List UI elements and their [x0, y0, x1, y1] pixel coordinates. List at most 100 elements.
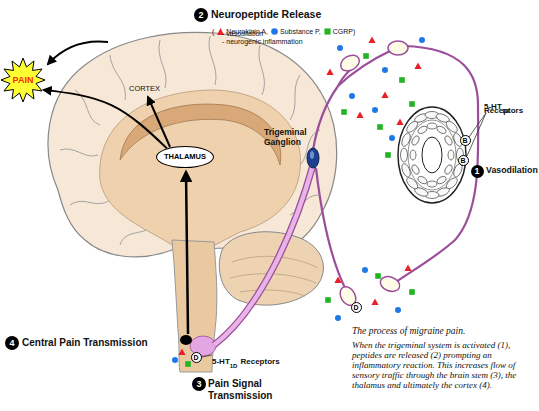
trigeminal-nerve	[214, 165, 313, 345]
receptor-subtype: 1D	[230, 363, 238, 369]
neuropeptides	[334, 277, 341, 284]
blood-vessel	[408, 120, 456, 190]
node-text: 4	[9, 339, 14, 348]
neuropeptides	[414, 63, 421, 70]
leader-lines	[467, 113, 486, 156]
muscle-cells	[427, 123, 437, 129]
neuropeptides	[382, 67, 388, 73]
thalamus-oval: THALAMUS	[156, 146, 214, 168]
muscle-cells	[417, 175, 429, 185]
legend-entry: Substance P,	[271, 28, 321, 35]
callout-number: 1	[471, 165, 484, 178]
medial-brain	[100, 90, 301, 245]
trigeminal-nerve	[313, 86, 338, 150]
legend-swatch	[324, 28, 331, 35]
node-text: 2	[198, 11, 203, 20]
muscle-cells	[410, 150, 416, 160]
node-text: 3	[196, 380, 201, 389]
gyri-lines	[75, 90, 100, 125]
label-line: 5-HT1DReceptors	[212, 350, 280, 369]
legend-entry: CGRP)	[324, 28, 356, 35]
legend-bracket: (	[212, 28, 214, 35]
trigeminal-nerve	[316, 168, 346, 290]
legend-text: CGRP)	[333, 28, 356, 35]
muscle-cells	[400, 162, 412, 178]
step-title: Neuropeptide Release	[211, 8, 321, 21]
receptor-name: Receptors	[240, 357, 279, 366]
effect-note: - vasodilation	[222, 30, 263, 38]
muscle-cells	[436, 125, 448, 135]
gyri-lines	[290, 75, 300, 120]
muscle-cells	[410, 164, 420, 176]
neuropeptides	[396, 119, 403, 126]
gyri-lines	[209, 36, 216, 85]
pathway-arrows	[186, 172, 188, 334]
gyri-lines	[60, 149, 98, 156]
callout-number: 4	[5, 336, 19, 350]
region-name: CORTEX	[129, 84, 160, 93]
nerve-terminal	[378, 274, 402, 294]
neuropeptides	[335, 315, 341, 321]
node-text: PAIN	[13, 76, 34, 85]
neuropeptides	[389, 135, 395, 141]
neuropeptides	[419, 37, 425, 43]
neuropeptides	[381, 92, 388, 99]
muscle-cells	[427, 181, 437, 187]
receptor-circle: B	[458, 155, 469, 166]
figure-caption: The process of migraine pain.	[352, 326, 465, 336]
neuropeptides	[172, 37, 425, 367]
neuropeptides	[375, 273, 381, 279]
corpus-callosum	[120, 104, 281, 165]
pathway-arrows	[148, 97, 170, 147]
gyri-lines	[159, 40, 166, 88]
pain-starburst: PAIN	[0, 57, 46, 103]
node-text: B	[462, 137, 467, 144]
trigeminal-nerve	[396, 46, 478, 282]
node-text: THALAMUS	[164, 153, 206, 161]
node-text: D	[353, 304, 358, 311]
gyri-lines	[259, 45, 264, 95]
receptor-circle: D	[351, 302, 362, 313]
nerve-terminal	[337, 41, 408, 308]
neuropeptides	[404, 265, 411, 272]
trigeminal-nerve	[214, 165, 313, 345]
receptor-name: Receptors	[484, 106, 523, 116]
node-text: 1	[474, 167, 479, 176]
muscle-cells	[444, 119, 459, 134]
part-name: Trigeminal Ganglion	[264, 127, 316, 147]
receptor-circle: D	[191, 352, 202, 363]
neuropeptides	[399, 77, 405, 83]
neuropeptides	[363, 53, 369, 59]
muscle-cells	[417, 125, 429, 135]
node-text: D	[193, 354, 198, 361]
gyri-lines	[110, 55, 125, 100]
neuropeptides	[326, 69, 333, 76]
nerve-terminal	[338, 52, 362, 74]
cerebellum-folds	[240, 290, 305, 296]
gyri-lines	[60, 36, 320, 245]
muscle-cells	[443, 164, 453, 176]
nerve-terminal	[388, 41, 408, 55]
blood-vessel	[398, 107, 466, 203]
neuropeptides	[385, 152, 391, 158]
trigeminal-nucleus	[180, 335, 192, 345]
neuropeptides	[172, 357, 178, 363]
muscle-cells	[400, 132, 412, 148]
pathway-arrows	[48, 41, 108, 64]
gyri-lines	[120, 228, 150, 245]
muscle-cells	[448, 150, 454, 160]
neuropeptides	[337, 45, 343, 51]
step-title: Vasodilation	[486, 165, 538, 176]
neuropeptides	[362, 267, 368, 273]
neuropeptides	[185, 361, 191, 367]
trigeminal-ganglion	[310, 151, 314, 159]
leader-lines	[202, 355, 212, 357]
neuropeptides	[409, 289, 415, 295]
neuropeptides	[371, 299, 378, 306]
neuropeptides	[372, 107, 378, 113]
muscle-cells	[436, 175, 448, 185]
neuropeptides	[349, 93, 355, 99]
callout-number: 2	[194, 8, 208, 22]
pathway-arrow	[44, 90, 167, 149]
